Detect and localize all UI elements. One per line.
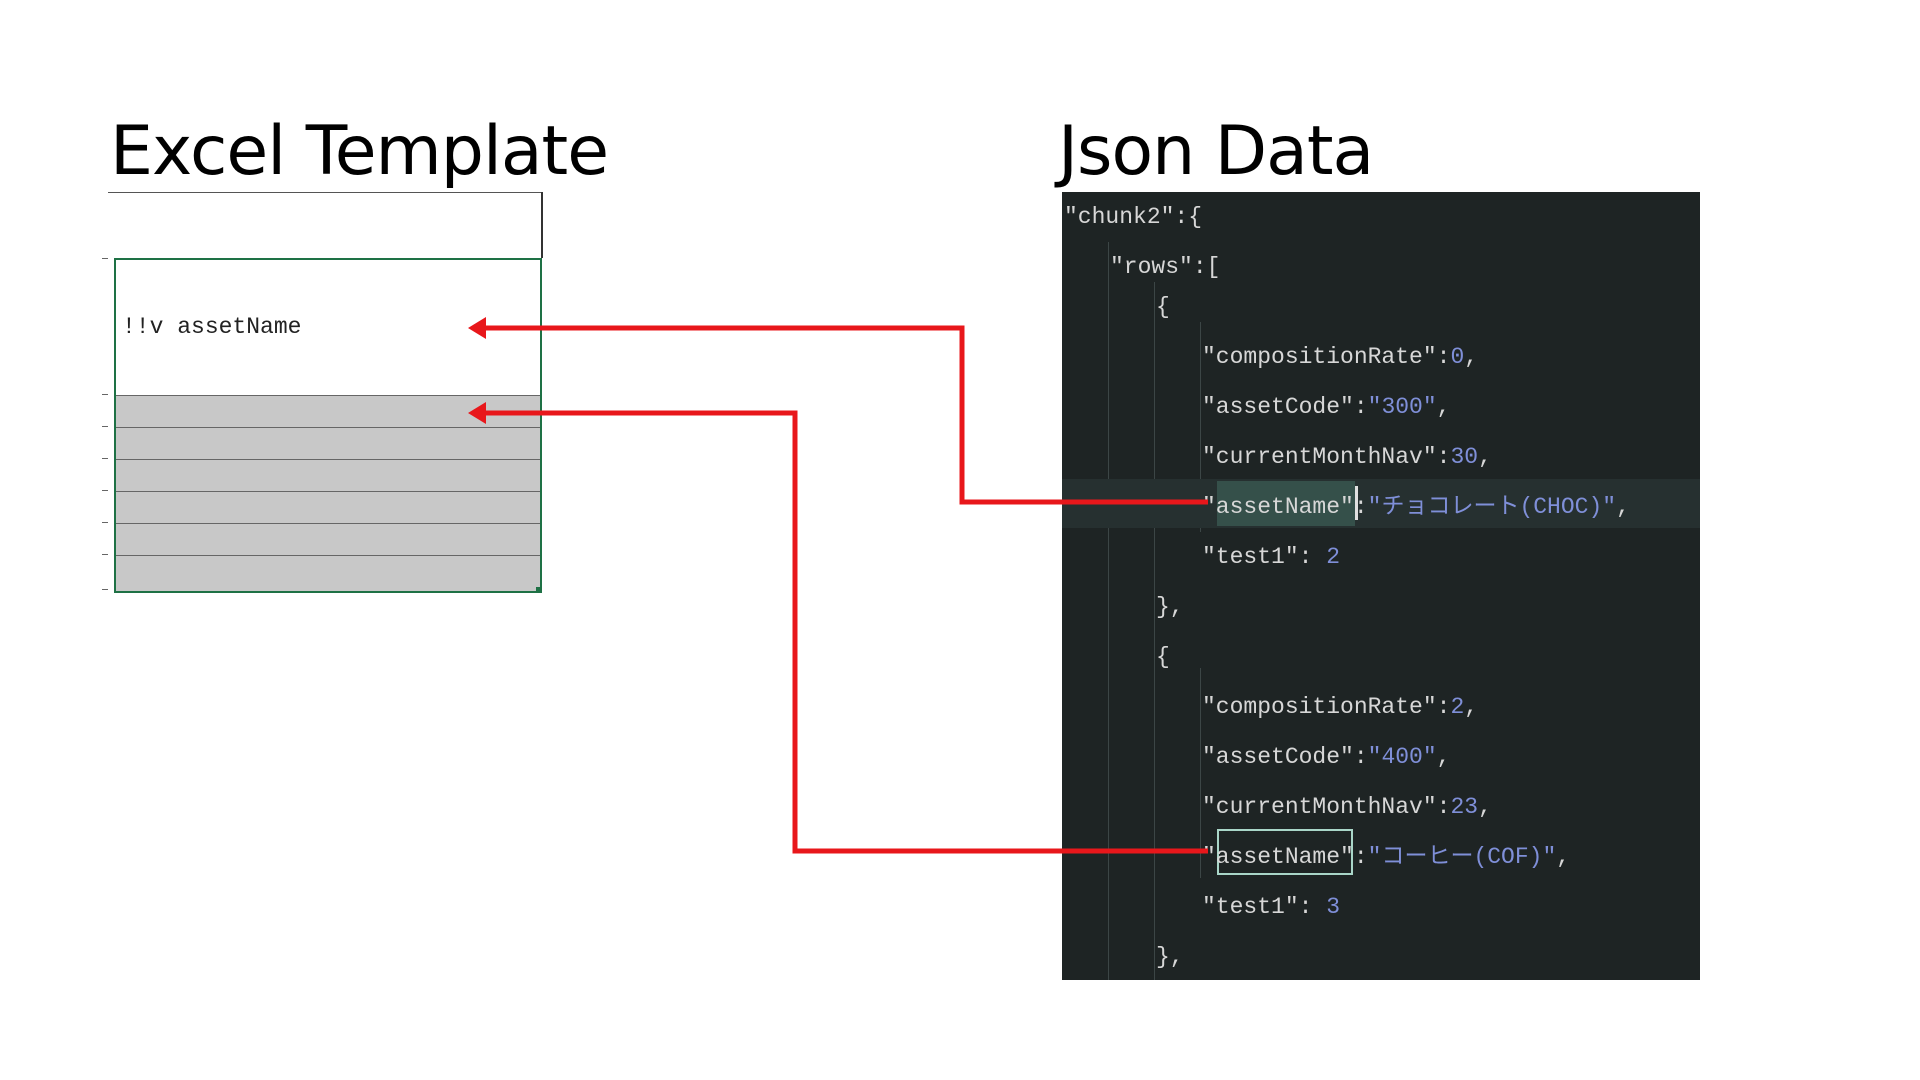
row-tick — [102, 426, 108, 427]
code-line[interactable]: }, — [1156, 582, 1184, 632]
indent-guide — [1200, 668, 1201, 878]
grey-row[interactable] — [116, 395, 540, 427]
code-token: , — [1436, 744, 1451, 770]
sheet-column-border — [541, 192, 543, 258]
code-token: , — [1616, 494, 1630, 520]
code-line[interactable]: { — [1156, 632, 1170, 682]
code-token: "コーヒー(COF)" — [1367, 844, 1557, 870]
code-token: "compositionRate" — [1202, 344, 1437, 370]
code-token: "rows" — [1110, 254, 1193, 280]
code-token: , — [1436, 394, 1451, 420]
code-token: , — [1464, 694, 1479, 720]
fill-handle[interactable] — [536, 587, 542, 593]
code-token: "currentMonthNav" — [1202, 444, 1437, 470]
code-token: : — [1436, 794, 1451, 820]
grey-row[interactable] — [116, 427, 540, 459]
code-token: : — [1298, 544, 1327, 570]
search-match-highlight — [1217, 481, 1355, 526]
row-tick — [102, 490, 108, 491]
code-line[interactable]: "compositionRate":2, — [1202, 682, 1478, 732]
code-token: , — [1478, 444, 1492, 470]
code-line[interactable]: "assetName":"コーヒー(COF)", — [1202, 832, 1570, 882]
code-token: : — [1436, 444, 1451, 470]
code-token: , — [1478, 794, 1492, 820]
code-line[interactable]: "test1": 2 — [1202, 532, 1340, 582]
code-line[interactable]: "currentMonthNav":23, — [1202, 782, 1492, 832]
code-line[interactable]: { — [1156, 282, 1170, 332]
code-token: 0 — [1450, 344, 1465, 370]
code-line[interactable]: }, — [1156, 932, 1184, 980]
row-tick — [102, 258, 108, 259]
code-token: "compositionRate" — [1202, 694, 1437, 720]
code-line[interactable]: "rows":[ — [1110, 242, 1220, 292]
template-cell[interactable]: !!v assetName — [122, 314, 302, 340]
grey-row[interactable] — [116, 491, 540, 523]
row-tick — [102, 522, 108, 523]
grey-row[interactable] — [116, 523, 540, 555]
code-token: : — [1353, 394, 1368, 420]
code-token: "test1" — [1202, 894, 1299, 920]
excel-template-sheet: !!v assetName — [102, 192, 548, 602]
code-token: "400" — [1367, 744, 1437, 770]
code-token: "assetName" — [1202, 844, 1354, 870]
code-token: "assetCode" — [1202, 744, 1354, 770]
row-tick — [102, 458, 108, 459]
code-line[interactable]: "currentMonthNav":30, — [1202, 432, 1492, 482]
code-line[interactable]: "assetName":"チョコレート(CHOC)", — [1202, 482, 1630, 532]
code-token: "chunk2" — [1064, 204, 1175, 230]
code-token: "currentMonthNav" — [1202, 794, 1437, 820]
code-token: { — [1156, 294, 1170, 320]
code-token: "test1" — [1202, 544, 1299, 570]
code-token: :{ — [1174, 204, 1203, 230]
code-line[interactable]: "assetCode":"400", — [1202, 732, 1450, 782]
text-caret — [1355, 486, 1358, 520]
excel-template-title: Excel Template — [110, 112, 609, 191]
code-line[interactable]: "compositionRate":0, — [1202, 332, 1478, 382]
code-token: , — [1556, 844, 1571, 870]
code-line[interactable]: "assetCode":"300", — [1202, 382, 1450, 432]
search-match-box — [1217, 829, 1353, 875]
indent-guide — [1154, 282, 1155, 980]
code-token: , — [1464, 344, 1479, 370]
code-token: 30 — [1450, 444, 1479, 470]
row-tick — [102, 394, 108, 395]
code-token: 23 — [1450, 794, 1479, 820]
code-token: :[ — [1192, 254, 1221, 280]
json-code-editor[interactable]: "chunk2":{"rows":[{"compositionRate":0,"… — [1062, 192, 1700, 980]
code-token: "assetName" — [1202, 494, 1354, 520]
code-token: 2 — [1326, 544, 1341, 570]
code-token: : — [1298, 894, 1327, 920]
code-token: }, — [1156, 594, 1184, 620]
row-tick — [102, 554, 108, 555]
row-tick — [102, 589, 108, 590]
code-token: 3 — [1326, 894, 1341, 920]
code-token: : — [1436, 344, 1451, 370]
cell-selection-range[interactable]: !!v assetName — [114, 258, 542, 593]
code-line[interactable]: "chunk2":{ — [1064, 192, 1202, 242]
code-token: : — [1353, 744, 1368, 770]
code-token: "assetCode" — [1202, 394, 1354, 420]
sheet-top-border — [108, 192, 542, 193]
code-token: "チョコレート(CHOC)" — [1367, 494, 1617, 520]
code-token: 2 — [1450, 694, 1465, 720]
json-data-title: Json Data — [1058, 112, 1374, 191]
code-token: : — [1353, 844, 1368, 870]
code-token: "300" — [1367, 394, 1437, 420]
indent-guide — [1108, 242, 1109, 980]
grey-row[interactable] — [116, 555, 540, 591]
code-line[interactable]: "test1": 3 — [1202, 882, 1340, 932]
code-token: }, — [1156, 944, 1184, 970]
grey-row[interactable] — [116, 459, 540, 491]
code-token: { — [1156, 644, 1170, 670]
code-token: : — [1436, 694, 1451, 720]
